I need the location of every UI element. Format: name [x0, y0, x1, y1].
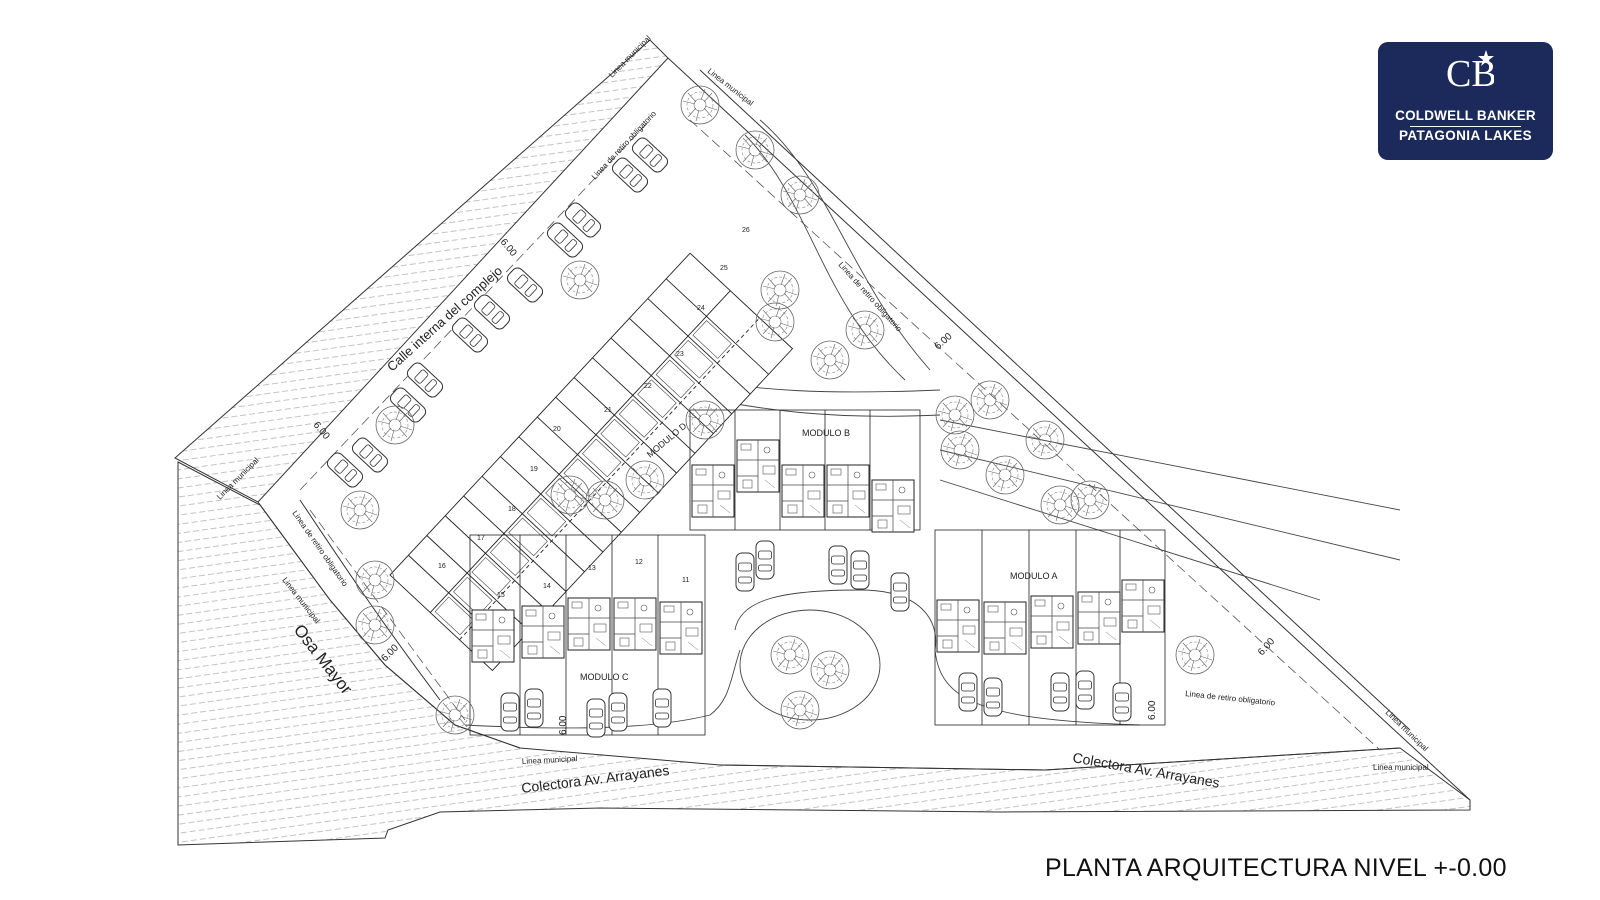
logo-divider [1410, 126, 1521, 127]
lot-numbers: 11 12 13 14 15 16 17 18 19 20 21 22 23 2… [438, 227, 750, 599]
lot-label: 15 [497, 592, 505, 599]
logo-text-line1: COLDWELL BANKER [1395, 108, 1536, 123]
plan-title: PLANTA ARQUITECTURA NIVEL +-0.00 [1045, 854, 1507, 882]
lot-label: 18 [508, 506, 516, 513]
dimension-label: 6.00 [1147, 700, 1158, 720]
dimension-label: 6.00 [558, 715, 569, 735]
module-b-label: MODULO B [802, 428, 850, 438]
module-b [689, 409, 921, 612]
lot-label: 20 [553, 426, 561, 433]
road-osa-mayor [177, 461, 1471, 846]
lot-label: 21 [604, 407, 612, 414]
module-d-lots [389, 252, 794, 672]
lot-label: 17 [477, 535, 485, 542]
dimension-label: 6.00 [933, 331, 955, 352]
retiro-lines [299, 119, 1381, 751]
linea-municipal-label: Linea municipal [1373, 763, 1429, 772]
dimension-label: 6.00 [379, 642, 401, 664]
module-c [469, 534, 706, 738]
boundary [257, 57, 1471, 801]
linea-retiro-label: Linea de retiro obligatorio [1185, 689, 1276, 707]
module-a-label: MODULO A [1010, 571, 1058, 581]
linea-municipal-label: Linea municipal [522, 754, 578, 766]
lot-label: 12 [635, 559, 643, 566]
dimension-label: 6.00 [498, 237, 519, 259]
internal-road [464, 119, 1401, 729]
lot-label: 13 [588, 565, 596, 572]
lot-label: 22 [644, 383, 652, 390]
linea-retiro-label: Linea de retiro obligatorio [837, 260, 904, 334]
coldwell-banker-logo: CB COLDWELL BANKER PATAGONIA LAKES [1378, 42, 1553, 160]
logo-text-line2: PATAGONIA LAKES [1399, 128, 1532, 143]
cb-monogram-icon: CB [1446, 50, 1494, 95]
module-a [934, 529, 1166, 726]
lot-label: 11 [682, 577, 689, 584]
lot-label: 16 [438, 563, 446, 570]
dimension-label: 6.00 [1256, 636, 1277, 658]
linea-municipal-label: Linea municipal [1384, 708, 1430, 753]
lot-label: 14 [543, 583, 551, 590]
linea-municipal-label: Linea municipal [706, 66, 756, 107]
lot-label: 19 [530, 466, 538, 473]
lot-label: 25 [720, 265, 728, 272]
star-icon [1478, 50, 1494, 66]
lot-label: 23 [676, 351, 684, 358]
lot-label: 26 [742, 227, 750, 234]
lot-label: 24 [697, 305, 705, 312]
module-c-label: MODULO C [580, 672, 629, 682]
